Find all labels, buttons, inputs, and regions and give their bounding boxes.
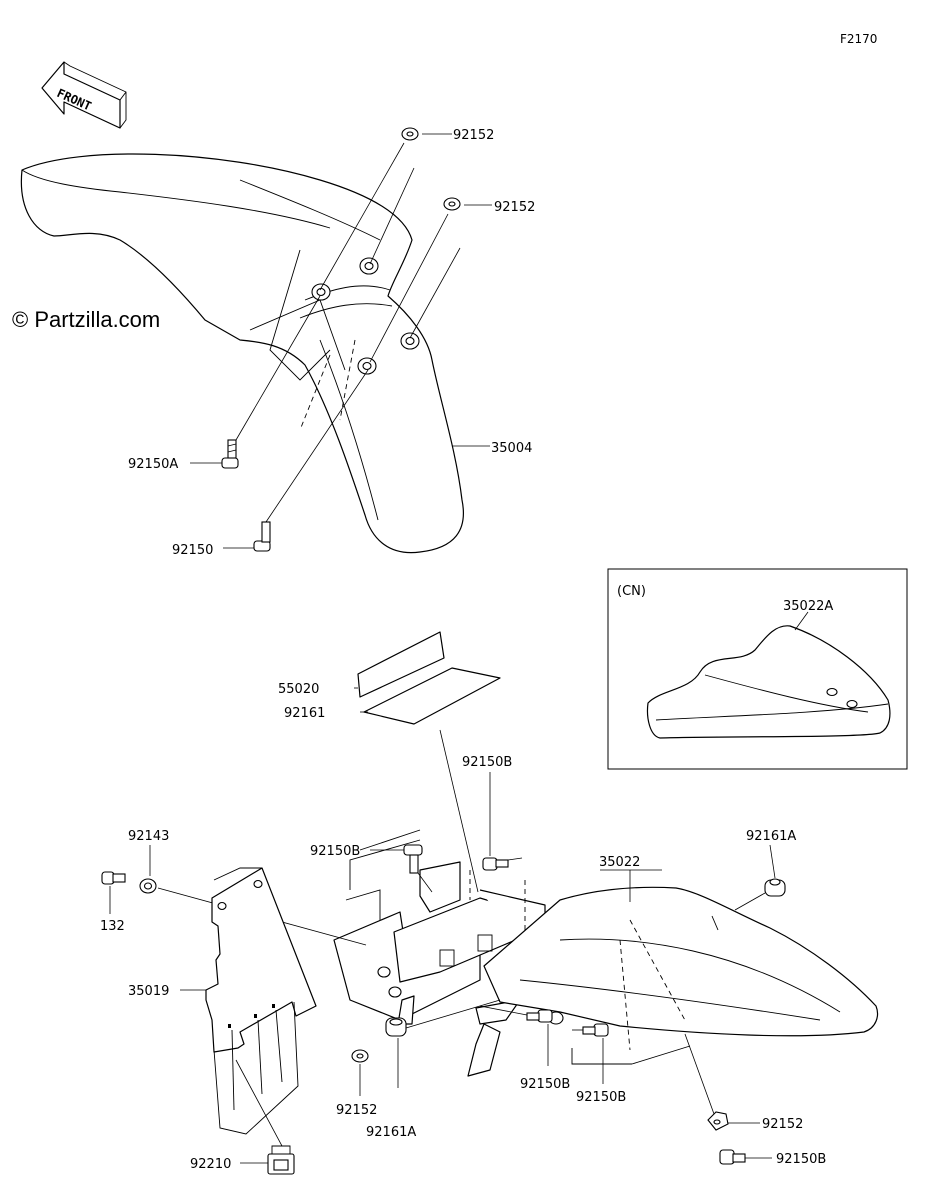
washer-92152-b (443, 197, 461, 211)
bolt-92150B-lower (526, 1009, 553, 1023)
label-35004: 35004 (491, 441, 532, 456)
label-92161: 92161 (284, 706, 325, 721)
front-fender-35004 (20, 153, 464, 554)
label-35022A: 35022A (783, 599, 833, 614)
label-92150B-bottom: 92150B (776, 1152, 826, 1167)
label-132: 132 (100, 919, 125, 934)
damper-92161A-bottom (385, 1017, 407, 1037)
bolt-92150A (221, 439, 239, 469)
label-92152-a: 92152 (453, 128, 494, 143)
bolt-92150 (253, 521, 271, 552)
watermark: © Partzilla.com (12, 307, 161, 332)
washer-92152-a (401, 127, 419, 141)
label-92152-right: 92152 (762, 1117, 803, 1132)
damper-92161A-right (764, 878, 786, 897)
washer-92152-bottom (351, 1049, 369, 1063)
label-55020: 55020 (278, 682, 319, 697)
label-92150B-top: 92150B (310, 844, 360, 859)
bolt-92150B-mid (482, 857, 509, 871)
clip-92210 (267, 1145, 295, 1175)
label-92161A-right: 92161A (746, 829, 796, 844)
rear-fender-35022 (483, 886, 879, 1051)
figure-id: F2170 (840, 32, 877, 46)
inset-label: (CN) (617, 584, 646, 599)
nut-92143 (139, 878, 157, 894)
sticker-92161 (363, 667, 501, 725)
label-35022: 35022 (599, 855, 640, 870)
reflector-55020 (357, 631, 445, 698)
label-92152-bottom: 92152 (336, 1103, 377, 1118)
cn-inset-box (607, 568, 908, 770)
label-92210: 92210 (190, 1157, 231, 1172)
label-92150B-lower-right: 92150B (576, 1090, 626, 1105)
label-92143: 92143 (128, 829, 169, 844)
plate-holder-35019 (205, 867, 317, 1135)
bolt-92150B-top (403, 844, 423, 874)
label-35019: 35019 (128, 984, 169, 999)
label-92152-b: 92152 (494, 200, 535, 215)
bolt-92150B-right (582, 1023, 609, 1037)
rear-bracket (333, 829, 546, 1077)
bolt-92150B-bottom (719, 1149, 746, 1165)
label-92161A-bottom: 92161A (366, 1125, 416, 1140)
label-92150: 92150 (172, 543, 213, 558)
label-92150B-mid: 92150B (462, 755, 512, 770)
front-arrow-icon: FRONT (41, 61, 127, 129)
label-92150B-lower: 92150B (520, 1077, 570, 1092)
label-92150A: 92150A (128, 457, 178, 472)
rear-fender-35022A (646, 625, 891, 739)
screw-132 (101, 871, 126, 885)
washer-92152-right (707, 1111, 729, 1131)
